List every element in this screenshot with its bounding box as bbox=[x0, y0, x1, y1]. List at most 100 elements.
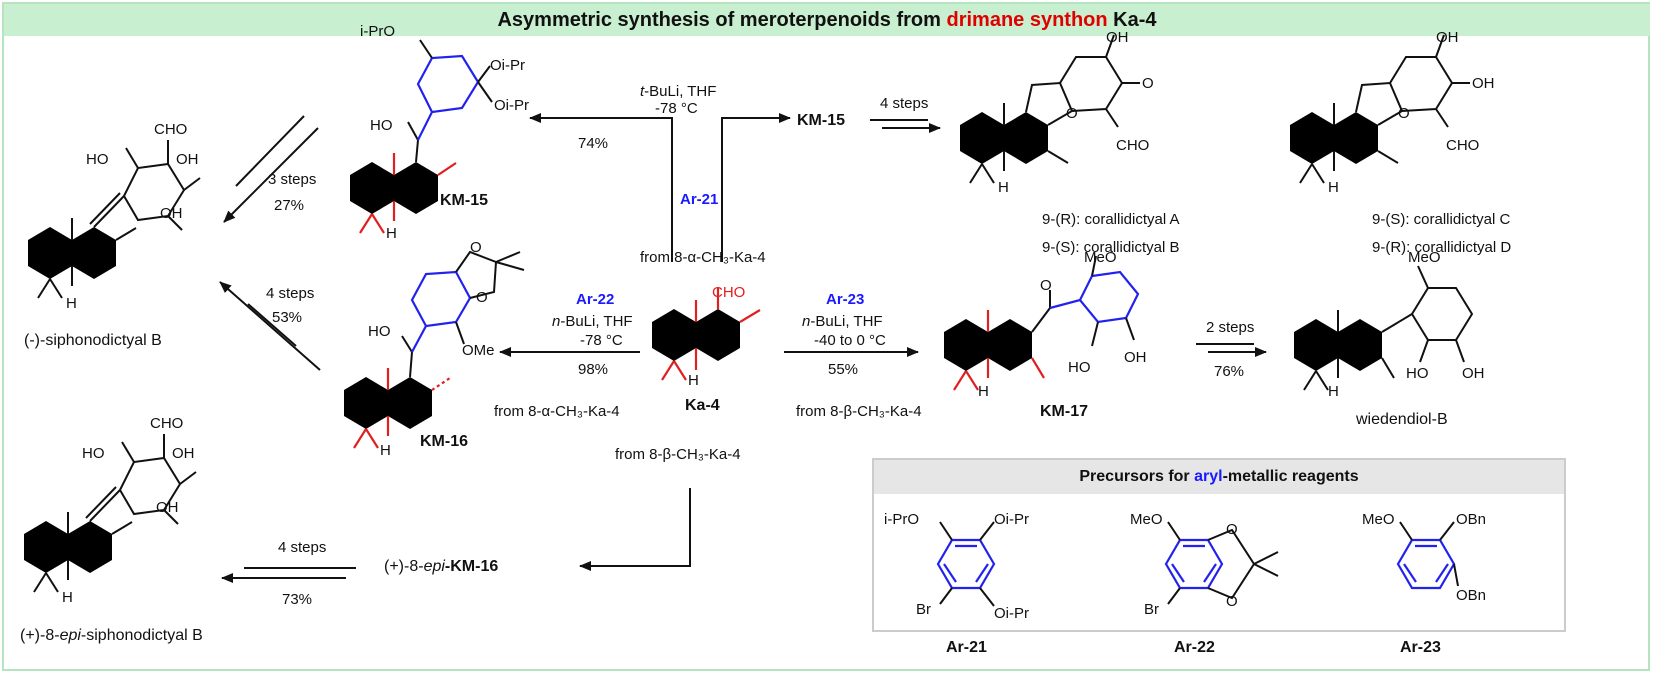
ar22-structure: MeO O O Br Ar-22 bbox=[1130, 511, 1279, 656]
wied-ho-label: HO bbox=[1406, 365, 1429, 382]
wied-h-label: H bbox=[1328, 383, 1339, 400]
epi-siphono-h-label: H bbox=[62, 589, 73, 606]
ar23-condition-label: Ar-23 bbox=[826, 291, 864, 308]
coral-cd-cho-label: CHO bbox=[1446, 137, 1479, 154]
km15-label: KM-15 bbox=[440, 192, 488, 209]
wied-oh-label: OH bbox=[1462, 365, 1485, 382]
ar23-structure: MeO OBn OBn Ar-23 bbox=[1362, 511, 1486, 656]
km15-to-siphono-arrow bbox=[223, 115, 319, 223]
precursor-header-text-2: -metallic reagents bbox=[1222, 468, 1359, 485]
coral-ab-ring-o-label: O bbox=[1066, 105, 1078, 122]
coral-cd-o-label: O bbox=[1398, 105, 1410, 122]
title-highlight: drimane synthon bbox=[946, 9, 1108, 31]
ka4-cho-label: CHO bbox=[712, 284, 745, 301]
epi-siphonodictyal-b-structure: CHO HO OH OH H (+)-8-epi-siphonodictyal … bbox=[20, 415, 203, 644]
top-ar21-label: Ar-21 bbox=[680, 191, 718, 208]
ar23-obn2-label: OBn bbox=[1456, 587, 1486, 604]
km15-coral-steps: 4 steps bbox=[880, 95, 928, 112]
corallidictyal-ab-structure: OH O O CHO H 9-(R): corallidictyal A 9-(… bbox=[960, 29, 1180, 256]
ka4-label: Ka-4 bbox=[685, 397, 720, 414]
km15-structure: i-PrO Oi-Pr Oi-Pr HO H KM-15 bbox=[350, 23, 529, 242]
corallidictyal-cd-structure: OH OH O CHO H 9-(S): corallidictyal C 9-… bbox=[1290, 29, 1511, 256]
wied-meo-label: MeO bbox=[1408, 249, 1441, 266]
ar22-meo-label: MeO bbox=[1130, 511, 1163, 528]
km15-h-label: H bbox=[386, 225, 397, 242]
title-text-2: Ka-4 bbox=[1107, 9, 1157, 31]
ar21-oipr2-label: Oi-Pr bbox=[994, 605, 1029, 622]
ar23-label: Ar-23 bbox=[1400, 639, 1441, 656]
km16-siphono-yield: 53% bbox=[272, 309, 302, 326]
coral-ab-o-label: O bbox=[1142, 75, 1154, 92]
km16-o1-label: O bbox=[470, 239, 482, 256]
km15-ref-label: KM-15 bbox=[797, 112, 845, 129]
ka4-to-epi-km16-arrow bbox=[579, 488, 691, 571]
ar22-from-label: from 8-α-CH₃-Ka-4 bbox=[494, 403, 620, 420]
epi-km16-label: (+)-8-epi-KM-16 bbox=[384, 558, 498, 575]
wiedendiol-b-label: wiedendiol-B bbox=[1355, 411, 1448, 428]
ar22-yield: 98% bbox=[578, 361, 608, 378]
km15-ho-label: HO bbox=[370, 117, 393, 134]
epi-siphono-ho-label: HO bbox=[82, 445, 105, 462]
km16-to-siphono-arrow bbox=[219, 281, 321, 371]
km17-wied-steps: 2 steps bbox=[1206, 319, 1254, 336]
bottom-from-label: from 8-β-CH₃-Ka-4 bbox=[615, 446, 741, 463]
km15-oipr2-label: Oi-Pr bbox=[494, 97, 529, 114]
km17-structure: O MeO HO OH H KM-17 bbox=[944, 249, 1147, 420]
ka4-structure: CHO H Ka-4 bbox=[652, 284, 761, 414]
ar22-o1-label: O bbox=[1226, 521, 1238, 538]
corallidictyal-b-label: 9-(S): corallidictyal B bbox=[1042, 239, 1180, 256]
coral-ab-oh-label: OH bbox=[1106, 29, 1129, 46]
ar22-condition-label: Ar-22 bbox=[576, 291, 614, 308]
coral-ab-cho-label: CHO bbox=[1116, 137, 1149, 154]
ar23-yield: 55% bbox=[828, 361, 858, 378]
siphono-oh2-label: OH bbox=[160, 205, 183, 222]
corallidictyal-d-label: 9-(R): corallidictyal D bbox=[1372, 239, 1511, 256]
km16-ho-label: HO bbox=[368, 323, 391, 340]
title-text-1: Asymmetric synthesis of meroterpenoids f… bbox=[497, 9, 947, 31]
precursor-header-highlight: aryl bbox=[1194, 468, 1223, 485]
siphono-oh1-label: OH bbox=[176, 151, 199, 168]
km17-to-wiedendiol-arrow bbox=[1196, 343, 1267, 357]
ar21-ipro-label: i-PrO bbox=[884, 511, 919, 528]
km17-ho-label: HO bbox=[1068, 359, 1091, 376]
ar22-label: Ar-22 bbox=[1174, 639, 1215, 656]
top-from-label: from 8-α-CH₃-Ka-4 bbox=[640, 249, 766, 266]
top-branch-arrows bbox=[529, 113, 791, 262]
ka4-h-label: H bbox=[688, 372, 699, 389]
ar21-structure: i-PrO Oi-Pr Oi-Pr Br Ar-21 bbox=[884, 511, 1029, 656]
km15-oipr1-label: Oi-Pr bbox=[490, 57, 525, 74]
top-yield: 74% bbox=[578, 135, 608, 152]
coral-cd-h-label: H bbox=[1328, 179, 1339, 196]
ar22-reagent: n-BuLi, THF bbox=[552, 313, 633, 330]
ar22-temp: -78 °C bbox=[580, 332, 623, 349]
ar23-temp: -40 to 0 °C bbox=[814, 332, 886, 349]
coral-ab-h-label: H bbox=[998, 179, 1009, 196]
ar23-meo-label: MeO bbox=[1362, 511, 1395, 528]
epi-to-siphono-arrow bbox=[221, 567, 356, 583]
km17-oh-label: OH bbox=[1124, 349, 1147, 366]
km16-label: KM-16 bbox=[420, 433, 468, 450]
ar22-br-label: Br bbox=[1144, 601, 1159, 618]
km17-meo-label: MeO bbox=[1084, 249, 1117, 266]
ar23-reagent: n-BuLi, THF bbox=[802, 313, 883, 330]
siphono-ho-label: HO bbox=[86, 151, 109, 168]
epi-siphono-oh2-label: OH bbox=[156, 499, 179, 516]
corallidictyal-a-label: 9-(R): corallidictyal A bbox=[1042, 211, 1180, 228]
epi-siphonodictyal-b-label: (+)-8-epi-siphonodictyal B bbox=[20, 627, 203, 644]
km15-siphono-steps: 3 steps bbox=[268, 171, 316, 188]
ar22-o2-label: O bbox=[1226, 593, 1238, 610]
km17-wied-yield: 76% bbox=[1214, 363, 1244, 380]
ar23-from-label: from 8-β-CH₃-Ka-4 bbox=[796, 403, 922, 420]
km16-ome-label: OMe bbox=[462, 342, 495, 359]
precursor-header: Precursors for aryl-metallic reagents bbox=[874, 460, 1564, 494]
km15-to-corallidictyal-arrow bbox=[870, 119, 941, 133]
siphono-cho-label: CHO bbox=[154, 121, 187, 138]
epi-siphono-oh1-label: OH bbox=[172, 445, 195, 462]
wiedendiol-b-structure: MeO HO OH H wiedendiol-B bbox=[1294, 249, 1485, 428]
siphonodictyal-b-label: (-)-siphonodictyal B bbox=[24, 332, 162, 349]
ar21-label: Ar-21 bbox=[946, 639, 987, 656]
epi-steps: 4 steps bbox=[278, 539, 326, 556]
epi-siphono-cho-label: CHO bbox=[150, 415, 183, 432]
scheme-title: Asymmetric synthesis of meroterpenoids f… bbox=[4, 4, 1650, 36]
